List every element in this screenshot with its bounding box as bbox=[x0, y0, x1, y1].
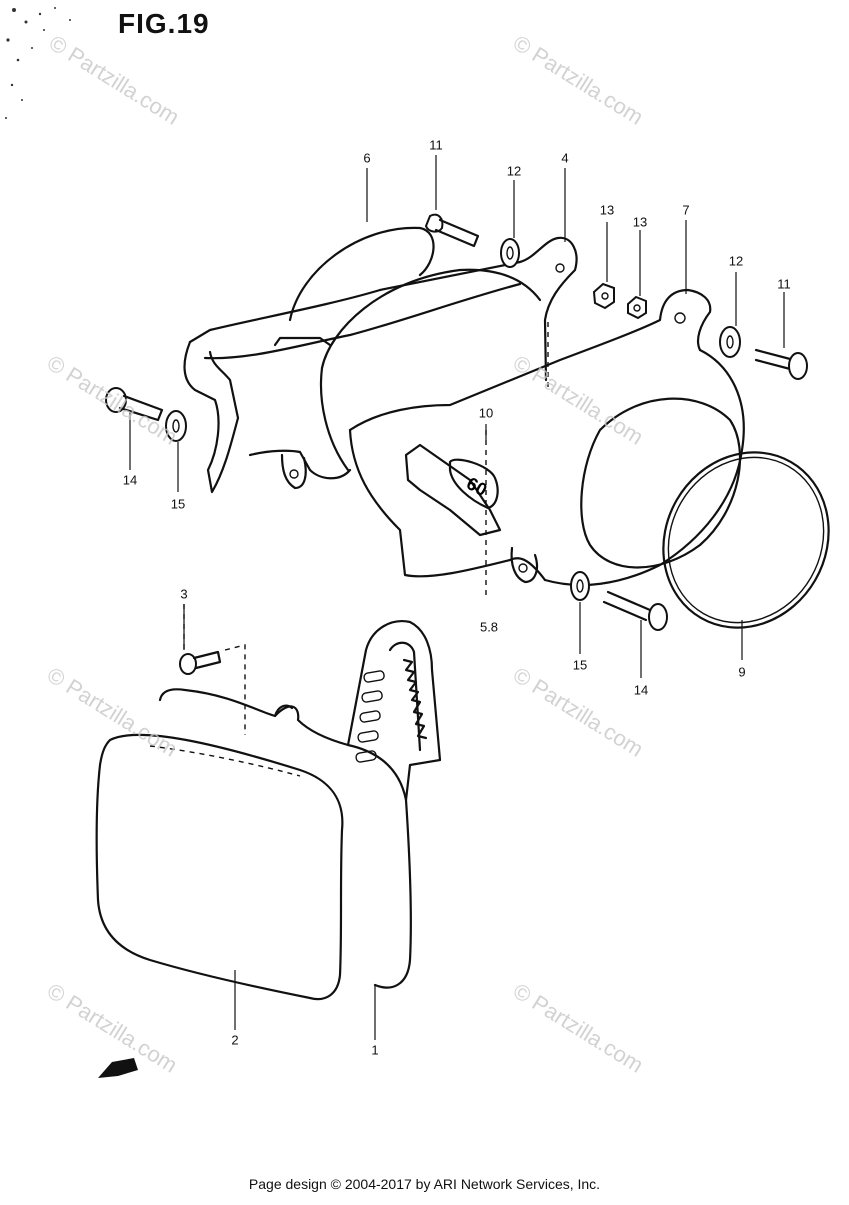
bracket-4-inner bbox=[203, 282, 522, 360]
housing-tab-left bbox=[280, 453, 307, 490]
callout-4: 4 bbox=[561, 150, 569, 166]
callout-6: 6 bbox=[363, 150, 371, 166]
washer-12-top bbox=[500, 238, 520, 268]
screw-11-right bbox=[754, 348, 808, 380]
rim-ring-9 bbox=[662, 451, 830, 629]
callout-7: 7 bbox=[682, 202, 690, 218]
bracket-hole bbox=[555, 263, 565, 273]
washer-15-bottom bbox=[570, 571, 590, 601]
callout-14-left: 14 bbox=[122, 472, 138, 488]
callout-5-8: 5.8 bbox=[479, 619, 499, 635]
housing-shell-7-front bbox=[543, 348, 745, 587]
callout-13-a: 13 bbox=[599, 202, 615, 218]
o-ring-6 bbox=[288, 226, 435, 322]
washer-15-left bbox=[165, 410, 187, 442]
callout-9: 9 bbox=[738, 664, 746, 680]
decal-badge bbox=[448, 458, 499, 510]
bracket-4-strap bbox=[273, 336, 332, 347]
callout-12-top: 12 bbox=[506, 163, 522, 179]
plate-bracket bbox=[346, 620, 442, 802]
callout-11-top: 11 bbox=[429, 137, 443, 153]
callout-2: 2 bbox=[231, 1032, 239, 1048]
plate-bracket-inner bbox=[388, 641, 422, 752]
callout-13-b: 13 bbox=[632, 214, 648, 230]
decal-plate bbox=[404, 443, 502, 537]
bolt-14-left bbox=[105, 387, 164, 422]
page-footer: Page design © 2004-2017 by ARI Network S… bbox=[248, 1176, 601, 1192]
housing-body bbox=[320, 268, 542, 370]
housing-tab-right bbox=[510, 546, 539, 584]
bolt-14-bottom bbox=[602, 590, 668, 631]
housing-left-rim bbox=[319, 366, 350, 472]
callout-10: 10 bbox=[478, 405, 494, 421]
bracket-teeth bbox=[402, 658, 428, 740]
screw-11-top bbox=[424, 213, 480, 248]
number-plate-2 bbox=[95, 733, 344, 1001]
housing-opening bbox=[580, 397, 742, 569]
callout-15-left: 15 bbox=[170, 496, 186, 512]
callout-12-right: 12 bbox=[728, 253, 744, 269]
housing-shell-7 bbox=[348, 288, 712, 432]
washer-12-right bbox=[719, 326, 741, 358]
tab-hole bbox=[518, 563, 528, 573]
number-plate-1 bbox=[158, 688, 412, 989]
housing-shell-7-bottom bbox=[348, 428, 547, 582]
screw-3 bbox=[179, 650, 222, 675]
leader-lines bbox=[129, 155, 785, 1040]
rim-ring-9-inner bbox=[667, 456, 825, 624]
nut-13-a bbox=[592, 282, 615, 310]
callout-1: 1 bbox=[371, 1042, 379, 1058]
shell-hole bbox=[674, 312, 686, 324]
callout-15-bottom: 15 bbox=[572, 657, 588, 673]
bracket-4 bbox=[188, 236, 578, 382]
nut-13-b bbox=[627, 295, 647, 320]
figure-title: FIG.19 bbox=[118, 8, 210, 39]
housing-lower bbox=[248, 449, 352, 480]
bracket-4-lower bbox=[183, 340, 240, 494]
tab-hole-left bbox=[289, 469, 299, 479]
number-plate-1-tab bbox=[273, 704, 294, 718]
callout-14-bottom: 14 bbox=[633, 682, 649, 698]
front-arrow-icon bbox=[98, 1058, 138, 1078]
callout-3: 3 bbox=[180, 586, 188, 602]
scan-noise bbox=[5, 7, 71, 119]
callout-11-right: 11 bbox=[777, 276, 791, 292]
